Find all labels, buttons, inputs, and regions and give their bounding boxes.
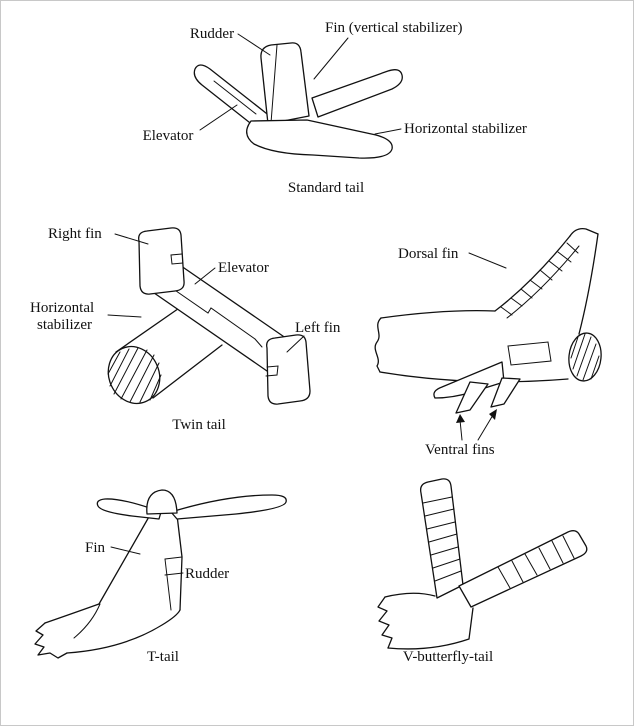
dorsal-ventral-diagram: Dorsal fin Ventral fins bbox=[374, 228, 602, 458]
left-fin-plate bbox=[266, 334, 311, 405]
elevator-label: Elevator bbox=[143, 128, 194, 144]
horizontal-stabilizer-leader-line bbox=[374, 128, 402, 135]
fuselage-top-edge bbox=[384, 592, 436, 598]
tailpipe-hatching bbox=[570, 333, 600, 381]
fuselage-front-cut-edge bbox=[374, 317, 382, 373]
rudder-leader-line bbox=[164, 572, 184, 576]
rudder-hinge-line bbox=[164, 558, 172, 611]
horizontal-stabilizer-label-line1: Horizontal bbox=[30, 300, 94, 316]
tail-bullet-fairing bbox=[146, 489, 178, 515]
fuselage-contour-line bbox=[73, 603, 101, 639]
standard-tail-caption: Standard tail bbox=[288, 180, 364, 196]
horizontal-stabilizer-label: Horizontal stabilizer bbox=[404, 121, 527, 137]
fin-outline bbox=[260, 42, 310, 125]
left-fin-leader-line bbox=[286, 335, 305, 353]
right-fin-leader-line bbox=[114, 233, 149, 245]
t-tail-caption: T-tail bbox=[147, 649, 179, 665]
twin-tail-diagram: Right fin Elevator Horizontal stabilizer… bbox=[30, 226, 341, 433]
elevator-leader-line bbox=[199, 104, 238, 131]
fuselage-cut-hatching bbox=[107, 347, 162, 403]
ventral-fins-arrow-right-head bbox=[489, 409, 497, 420]
right-stabilizer-outline bbox=[311, 69, 403, 118]
fuselage-top-edge bbox=[380, 309, 496, 319]
tailpipe-cut-face bbox=[568, 332, 602, 382]
fin-leader-line bbox=[313, 37, 349, 80]
fuselage-panel-quad bbox=[507, 341, 552, 366]
twin-tail-caption: Twin tail bbox=[172, 417, 226, 433]
ventral-fins-arrow-left-head bbox=[456, 414, 465, 423]
dorsal-fin-band-line bbox=[506, 245, 580, 319]
ventral-fins-arrow-left-line bbox=[459, 419, 463, 441]
fuselage-torn-edge bbox=[34, 622, 68, 659]
standard-tail-diagram: Rudder Fin (vertical stabilizer) Elevato… bbox=[143, 20, 527, 196]
tail-cone-outline bbox=[246, 119, 393, 159]
elevator-leader-line bbox=[194, 267, 216, 285]
fin-trailing-edge bbox=[578, 233, 599, 335]
elevator-label: Elevator bbox=[218, 260, 269, 276]
v-blade-right-hatching bbox=[497, 535, 575, 589]
elevator-hinge-line bbox=[213, 80, 257, 115]
rudder-label: Rudder bbox=[185, 566, 229, 582]
v-butterfly-tail-caption: V-butterfly-tail bbox=[403, 649, 493, 665]
dorsal-fin-hatch-rungs bbox=[500, 242, 579, 316]
t-tail-diagram: Fin Rudder T-tail bbox=[34, 489, 287, 665]
ventral-fins-label: Ventral fins bbox=[425, 442, 495, 458]
dorsal-fin-leader-line bbox=[468, 252, 507, 269]
fuselage-bottom-edge bbox=[152, 344, 223, 399]
horizontal-stabilizer-leader-line bbox=[107, 314, 142, 318]
left-fin-notch bbox=[265, 365, 279, 377]
stabilizer-right-outline bbox=[170, 494, 287, 520]
rudder-hinge-line bbox=[270, 44, 278, 124]
horizontal-stabilizer-label-line2: stabilizer bbox=[37, 317, 92, 333]
fin-leading-edge bbox=[494, 235, 571, 312]
rudder-top-line bbox=[164, 556, 183, 560]
rudder-label: Rudder bbox=[190, 26, 234, 42]
fin-label: Fin bbox=[85, 540, 106, 556]
stabilizer-left-outline bbox=[96, 498, 162, 520]
v-butterfly-tail-diagram: V-butterfly-tail bbox=[377, 478, 588, 665]
fin-leader-line bbox=[110, 546, 141, 555]
fin-leading-edge bbox=[98, 514, 151, 605]
fuselage-top-edge bbox=[115, 303, 186, 353]
right-fin-plate bbox=[138, 227, 185, 295]
fin-trailing-edge bbox=[176, 514, 183, 611]
elevator-panel-line bbox=[165, 283, 256, 340]
ventral-fin-left bbox=[455, 381, 489, 414]
right-fin-label: Right fin bbox=[48, 226, 102, 242]
fin-tip-edge bbox=[569, 228, 599, 237]
ventral-fins-arrow-right-line bbox=[477, 414, 494, 441]
left-fin-label: Left fin bbox=[295, 320, 341, 336]
dorsal-fin-label: Dorsal fin bbox=[398, 246, 459, 262]
v-blade-right-outline bbox=[458, 530, 588, 608]
fuselage-top-edge bbox=[44, 603, 100, 624]
fuselage-bottom-edge bbox=[387, 607, 474, 650]
v-blade-left-hatching bbox=[422, 496, 462, 582]
fin-label: Fin (vertical stabilizer) bbox=[325, 20, 462, 36]
right-fin-notch bbox=[170, 253, 184, 265]
rudder-leader-line bbox=[237, 33, 271, 56]
fuselage-torn-edge bbox=[377, 596, 393, 649]
fuselage-bottom-edge bbox=[66, 609, 181, 654]
ventral-fin-right bbox=[490, 377, 521, 408]
